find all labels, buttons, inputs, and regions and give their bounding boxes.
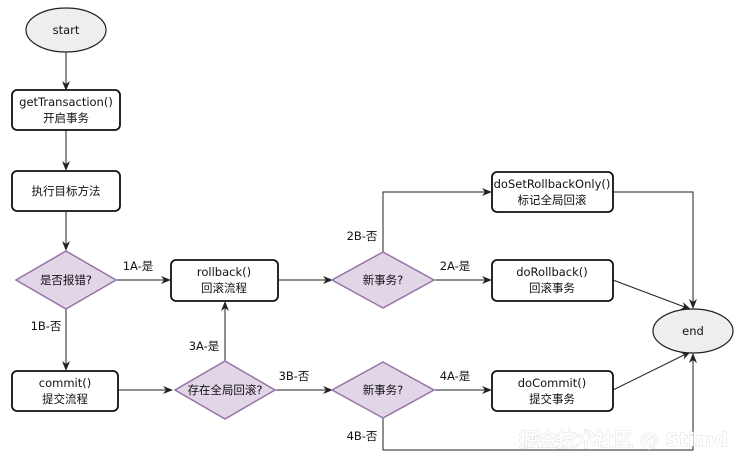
edge-new-tx-to-set-rollback-only xyxy=(382,188,492,252)
edge-set-rollback-only-to-end xyxy=(613,191,697,309)
set-rollback-only-label-2: 标记全局回滚 xyxy=(518,193,587,207)
node-execute-method[interactable]: 执行目标方法 xyxy=(11,170,121,212)
node-do-rollback[interactable]: doRollback() 回滚事务 xyxy=(491,259,614,302)
commit-label-2: 提交流程 xyxy=(42,392,88,406)
execute-method-box xyxy=(11,170,121,212)
node-get-transaction[interactable]: getTransaction() 开启事务 xyxy=(11,89,121,131)
set-rollback-only-label-1: doSetRollbackOnly() xyxy=(494,177,611,191)
start-terminal-shape xyxy=(25,7,107,53)
node-has-error[interactable]: 是否报错? xyxy=(14,250,118,310)
node-new-tx-rollback[interactable]: 新事务? xyxy=(330,251,436,309)
node-end[interactable]: end xyxy=(652,308,734,354)
has-error-diamond xyxy=(14,250,118,310)
new-tx-commit-label: 新事务? xyxy=(363,383,404,397)
commit-label-1: commit() xyxy=(39,376,91,390)
edge-label-1b: 1B-否 xyxy=(31,319,62,333)
node-do-commit[interactable]: doCommit() 提交事务 xyxy=(491,370,614,412)
node-commit[interactable]: commit() 提交流程 xyxy=(11,370,119,412)
edge-label-3a: 3A-是 xyxy=(189,339,220,353)
edge-label-4a: 4A-是 xyxy=(440,369,471,383)
node-new-tx-commit[interactable]: 新事务? xyxy=(330,361,436,419)
node-global-rollback[interactable]: 存在全局回滚? xyxy=(173,360,277,420)
do-commit-label-1: doCommit() xyxy=(518,376,586,390)
do-rollback-label-2: 回滚事务 xyxy=(529,281,575,295)
commit-box xyxy=(11,370,119,412)
edge-label-1a: 1A-是 xyxy=(123,259,154,273)
edge-label-2a: 2A-是 xyxy=(440,259,471,273)
start-label: start xyxy=(53,23,80,37)
new-tx-rollback-diamond xyxy=(330,251,436,309)
global-rollback-label: 存在全局回滚? xyxy=(187,383,262,397)
has-error-label: 是否报错? xyxy=(40,273,92,287)
edge-do-rollback-to-end xyxy=(612,279,691,310)
edges xyxy=(62,52,697,451)
do-commit-label-2: 提交事务 xyxy=(529,392,575,406)
end-label: end xyxy=(682,324,704,338)
edge-labels: 1A-是 1B-否 2A-是 2B-否 3A-是 3B-否 4A-是 4B-否 xyxy=(31,229,471,443)
get-transaction-box xyxy=(11,89,121,131)
global-rollback-diamond xyxy=(173,360,277,420)
do-rollback-box xyxy=(491,259,614,302)
get-transaction-label-1: getTransaction() xyxy=(19,95,113,109)
edge-label-3b: 3B-否 xyxy=(279,369,310,383)
do-rollback-label-1: doRollback() xyxy=(516,265,588,279)
rollback-label-2: 回滚流程 xyxy=(201,281,247,295)
edge-do-commit-to-end xyxy=(612,351,691,391)
rollback-label-1: rollback() xyxy=(197,265,251,279)
get-transaction-label-2: 开启事务 xyxy=(43,111,89,125)
do-commit-box xyxy=(491,370,614,412)
rollback-box xyxy=(170,259,279,302)
new-tx-commit-diamond xyxy=(330,361,436,419)
edge-label-2b: 2B-否 xyxy=(347,229,378,243)
node-rollback[interactable]: rollback() 回滚流程 xyxy=(170,259,279,302)
set-rollback-only-box xyxy=(491,171,614,213)
node-start[interactable]: start xyxy=(25,7,107,53)
edge-new-tx-commit-to-end xyxy=(382,353,697,451)
edge-label-4b: 4B-否 xyxy=(347,429,378,443)
watermark: 掘金技术社区 @ Stimd xyxy=(519,428,728,451)
execute-method-label: 执行目标方法 xyxy=(32,184,101,198)
end-terminal-shape xyxy=(652,308,734,354)
node-set-rollback-only[interactable]: doSetRollbackOnly() 标记全局回滚 xyxy=(491,171,614,213)
new-tx-rollback-label: 新事务? xyxy=(363,273,404,287)
